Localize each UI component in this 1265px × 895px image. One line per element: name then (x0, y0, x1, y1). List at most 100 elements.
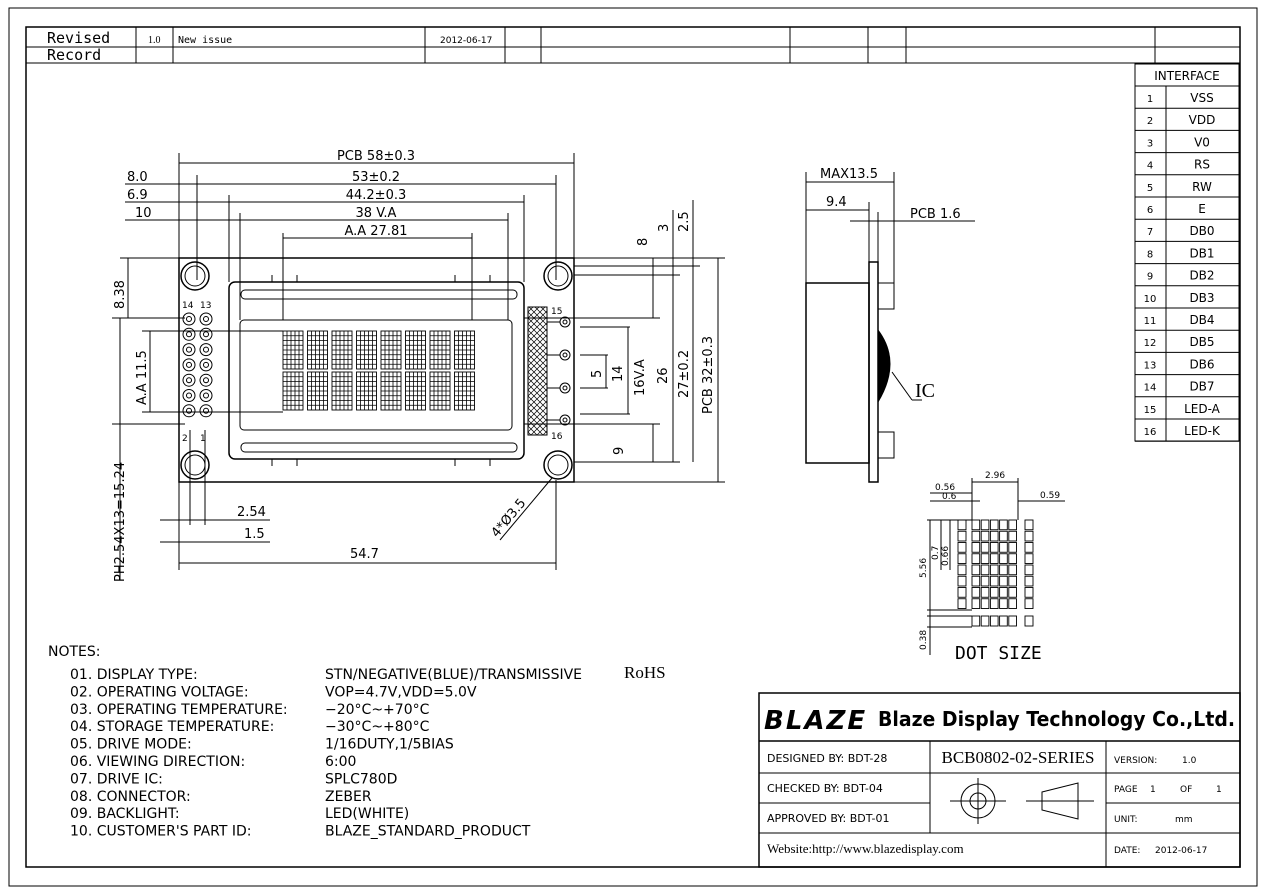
revision-table: Revised Record 1.0 New issue 2012-06-17 (26, 27, 1240, 64)
bottom-dimensions (160, 430, 557, 570)
interface-title: INTERFACE (1154, 69, 1220, 83)
dot-cell (1008, 542, 1017, 553)
of-value: 1 (1216, 785, 1222, 795)
note-value: LED(WHITE) (325, 806, 409, 822)
notes-heading: NOTES: (48, 644, 101, 660)
note-value: SPLC780D (325, 771, 397, 787)
dot-dim-0-56: 0.56 (935, 483, 955, 493)
unit-value: mm (1175, 815, 1193, 825)
note-value: STN/NEGATIVE(BLUE)/TRANSMISSIVE (325, 667, 582, 683)
dot-cell (1008, 587, 1017, 598)
pin-label-16: 16 (551, 432, 563, 442)
note-value: 6:00 (325, 754, 356, 770)
dot-dim-0-38: 0.38 (919, 630, 929, 650)
interface-pin-number: 9 (1147, 272, 1153, 283)
approved-by: APPROVED BY: BDT-01 (767, 812, 889, 825)
date-value: 2012-06-17 (1155, 846, 1207, 856)
note-value: −30°C~+80°C (325, 719, 430, 735)
dot-cell (971, 519, 981, 531)
dot-cell (999, 542, 1008, 553)
pin-header-right (547, 316, 571, 426)
dot-dim-0-66: 0.66 (941, 546, 951, 566)
notes: NOTES: 01. DISPLAY TYPE:STN/NEGATIVE(BLU… (48, 644, 666, 840)
side-view (805, 172, 975, 483)
front-view: 14 13 2 1 15 16 (112, 149, 725, 582)
side-ic-label: IC (915, 380, 935, 402)
title-block (758, 692, 1241, 868)
dot-cell (989, 575, 999, 587)
interface-pin-number: 3 (1147, 138, 1153, 149)
dot-cell (971, 530, 981, 542)
page-value: 1 (1150, 785, 1156, 795)
dot-cell (971, 587, 981, 598)
revision-description: New issue (178, 35, 232, 46)
note-label: 06. VIEWING DIRECTION: (70, 754, 245, 770)
dim-54-7: 54.7 (350, 547, 379, 562)
dim-r2-5: 2.5 (677, 211, 692, 232)
dim-8-0: 8.0 (127, 170, 148, 185)
zebra-connector (527, 306, 548, 436)
dim-44-2: 44.2±0.3 (346, 188, 407, 203)
dot-cell (980, 519, 990, 531)
dot-cell (980, 575, 990, 587)
pin-label-14: 14 (182, 301, 194, 311)
dim-r27: 27±0.2 (677, 350, 692, 398)
note-value: 1/16DUTY,1/5BIAS (325, 737, 454, 753)
dim-53: 53±0.2 (352, 170, 400, 185)
revision-date: 2012-06-17 (440, 36, 492, 46)
company-name: Blaze Display Technology Co.,Ltd. (878, 707, 1235, 731)
dim-r5: 5 (590, 370, 605, 378)
dot-dim-0-7: 0.7 (931, 546, 941, 560)
company-logo: BLAZE (764, 706, 867, 736)
dot-cell (1008, 575, 1017, 587)
dot-cell (980, 542, 990, 553)
interface-pin-number: 14 (1144, 383, 1157, 394)
dot-cell (989, 519, 999, 531)
dot-cell (999, 587, 1008, 598)
dot-cell (999, 564, 1008, 576)
dim-r14: 14 (611, 365, 626, 382)
interface-pin-name: DB7 (1189, 380, 1214, 394)
pin-header-left (182, 312, 213, 418)
interface-pin-name: RS (1194, 158, 1210, 172)
dim-10: 10 (135, 206, 152, 221)
dim-8-38: 8.38 (113, 280, 128, 309)
interface-pin-name: VSS (1190, 91, 1213, 105)
bezel-outline (228, 281, 525, 460)
note-label: 03. OPERATING TEMPERATURE: (70, 702, 288, 718)
pin-label-2: 2 (182, 434, 188, 444)
pin-label-15: 15 (551, 307, 562, 317)
dot-cell (1008, 519, 1017, 531)
dot-cell (980, 587, 990, 598)
dot-cell (989, 553, 999, 564)
interface-pin-number: 2 (1147, 116, 1153, 127)
dot-cell (989, 530, 999, 542)
interface-pin-name: VDD (1189, 113, 1216, 127)
pin-label-1: 1 (200, 434, 206, 444)
dot-cell (971, 575, 981, 587)
dot-dim-0-59: 0.59 (1040, 491, 1060, 501)
interface-pin-number: 1 (1147, 94, 1153, 105)
interface-pin-name: DB4 (1189, 313, 1214, 327)
side-dim-9-4: 9.4 (826, 195, 847, 210)
interface-pin-name: RW (1192, 180, 1212, 194)
dim-aa-11-5: A.A 11.5 (135, 350, 150, 405)
dot-cell (971, 564, 981, 576)
dot-cell (980, 564, 990, 576)
dot-cell (971, 598, 981, 609)
character-grid (282, 330, 475, 411)
dot-cell (980, 598, 990, 609)
dot-size-diagram (927, 478, 1065, 655)
dot-cell (980, 553, 990, 564)
interface-pin-name: DB5 (1189, 335, 1214, 349)
interface-pin-number: 16 (1144, 427, 1157, 438)
note-label: 08. CONNECTOR: (70, 789, 191, 805)
part-number: BCB0802-02-SERIES (941, 748, 1094, 767)
dot-dim-2-96: 2.96 (985, 471, 1005, 481)
inner-border (25, 26, 1241, 868)
interface-pin-number: 6 (1147, 205, 1153, 216)
dot-cell (971, 553, 981, 564)
top-dimensions (125, 153, 575, 320)
interface-pin-name: DB6 (1189, 357, 1214, 371)
dim-r-pcb-32: PCB 32±0.3 (701, 336, 716, 414)
